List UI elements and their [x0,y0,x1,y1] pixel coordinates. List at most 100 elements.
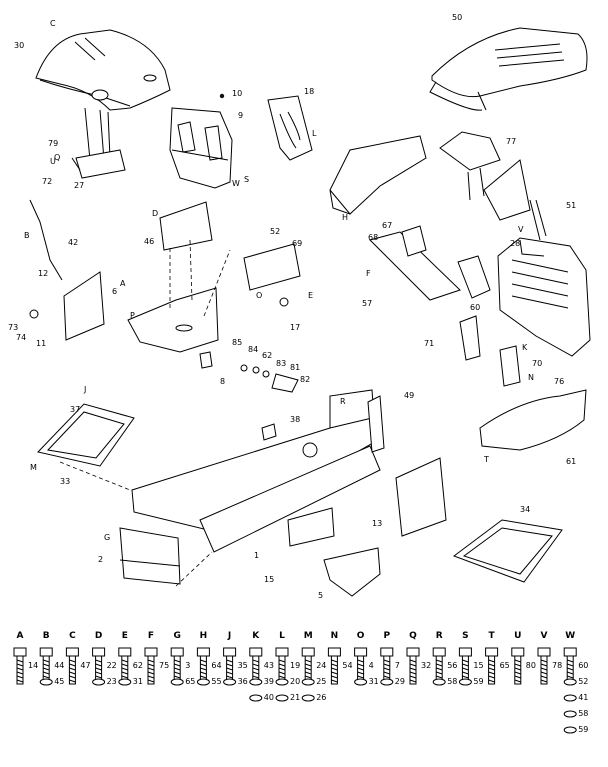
hardware-num-o-1: 31 [369,677,379,686]
hardware-letter-u: U [514,631,521,641]
hardware-num-m-1: 25 [316,677,326,686]
callout-11: 11 [36,339,46,348]
letter-G: G [104,533,110,542]
callout-2: 2 [98,555,103,564]
hardware-num-h-0: 64 [211,661,221,670]
letter-E: E [308,291,313,300]
hardware-bolt-h [196,647,210,657]
callout-68: 68 [368,233,378,242]
letter-Q: Q [54,153,60,162]
hardware-num-d-1: 23 [107,677,117,686]
hardware-num-p-0: 7 [395,661,400,670]
hardware-bolt-a [13,647,27,657]
callout-labels: 30 50 10 18 9 79 27 72 42 12 73 74 11 6 … [8,13,576,600]
hardware-bolt-v [537,647,551,657]
callout-50: 50 [452,13,462,22]
part-71 [459,315,481,361]
letter-N: N [528,373,534,382]
letter-V: V [518,225,524,234]
hardware-bolt-r [432,647,446,657]
hardware-bolt-d [92,647,106,657]
hardware-letter-b: B [43,631,50,641]
hardware-bolt-e [118,647,132,657]
part-77-bracket [439,131,501,201]
callout-46: 46 [144,237,154,246]
letter-K: K [522,343,528,352]
callout-8: 8 [220,377,225,386]
part-50-fender [429,27,588,111]
callout-83: 83 [276,359,286,368]
hardware-letter-t: T [489,631,496,641]
part-17 [279,297,289,307]
callout-81: 81 [290,363,300,372]
hardware-num-j-0: 35 [238,661,248,670]
hardware-num-k-1: 39 [264,677,274,686]
hardware-letter-a: A [17,631,24,641]
letter-T: T [483,455,489,464]
hardware-num-d-0: 22 [107,661,117,670]
hardware-bolt-t [485,647,499,657]
callout-34: 34 [520,505,530,514]
hardware-num-r-1: 58 [447,677,457,686]
hardware-bolt-s [458,647,472,657]
hardware-letter-f: F [148,631,154,641]
letter-S: S [244,175,249,184]
hardware-letter-p: P [383,631,390,641]
hardware-bolt-p [380,647,394,657]
hardware-bolt-u [511,647,525,657]
hardware-letter-j: J [227,631,231,641]
letter-A: A [120,279,126,288]
callout-5: 5 [318,591,323,600]
hardware-num-m-2: 26 [316,693,326,702]
callout-73: 73 [8,323,18,332]
callout-70: 70 [532,359,542,368]
callout-28: 28 [510,239,520,248]
part-38 [261,423,277,441]
hardware-letter-g: G [174,631,181,641]
callout-52: 52 [270,227,280,236]
part-5 [323,547,381,597]
hardware-num-l-2: 21 [290,693,300,702]
hardware-num-h-1: 55 [211,677,221,686]
hardware-num-c-0: 47 [80,661,90,670]
callout-30: 30 [14,41,24,50]
hardware-num-t-0: 65 [500,661,510,670]
callout-79: 79 [48,139,58,148]
hardware-num-w-3: 58 [578,709,588,718]
hardware-num-f-0: 75 [159,661,169,670]
hardware-num-o-0: 4 [369,661,374,670]
hardware-letter-r: R [436,631,443,641]
hardware-bolt-g [170,647,184,657]
hardware-letter-n: N [331,631,339,641]
hardware-num-k-2: 40 [264,693,274,702]
callout-13: 13 [372,519,382,528]
part-15 [287,507,335,547]
part-61-side-panel [479,389,587,451]
hardware-letter-v: V [541,631,548,641]
part-34-mat-right [452,519,563,583]
hardware-letter-q: Q [409,631,417,641]
part-27-support [71,107,126,179]
callout-33: 33 [60,477,70,486]
hardware-num-m-0: 24 [316,661,326,670]
letter-J: J [83,385,86,394]
hardware-letter-m: M [304,631,313,641]
callout-57: 57 [362,299,372,308]
part-9-dash [169,107,233,189]
hardware-num-e-0: 62 [133,661,143,670]
hardware-letter-k: K [252,631,260,641]
callout-82: 82 [300,375,310,384]
callout-37-left: 37 [70,405,80,414]
hardware-num-e-1: 31 [133,677,143,686]
callout-10: 10 [232,89,242,98]
part-11-plate [29,199,105,341]
letter-M: M [30,463,37,472]
callout-72: 72 [42,177,52,186]
callout-51: 51 [566,201,576,210]
letter-L: L [312,129,317,138]
hardware-num-a-0: 14 [28,661,38,670]
hardware-num-p-1: 29 [395,677,405,686]
hardware-letter-c: C [69,631,76,641]
hardware-bolt-k [249,647,263,657]
hardware-bolt-b [39,647,53,657]
